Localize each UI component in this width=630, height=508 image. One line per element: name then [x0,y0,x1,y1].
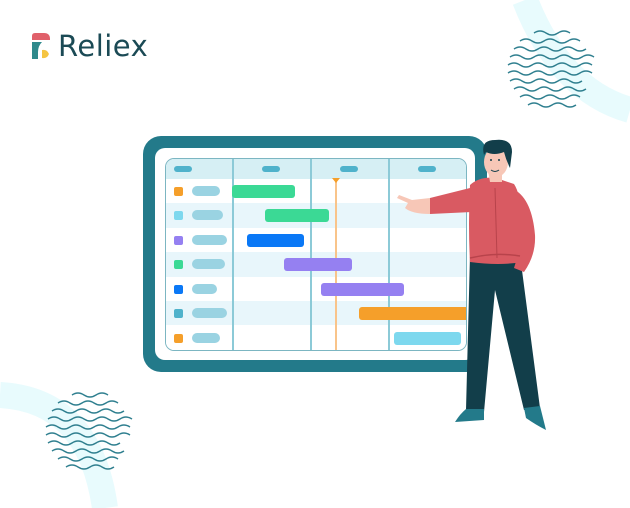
header-placeholder [418,166,436,172]
task-marker [174,285,183,294]
task-label-placeholder [192,186,220,196]
task-bar [232,185,295,198]
task-marker [174,260,183,269]
pointing-hand [397,195,430,214]
task-label-placeholder [192,308,227,318]
left-shoe [455,409,484,422]
task-bar [321,283,404,296]
task-marker [174,211,183,220]
today-marker-icon [332,178,340,183]
header-placeholder [340,166,358,172]
wave-pattern-top-right [507,30,595,108]
task-label-placeholder [192,333,220,343]
hair [483,139,512,168]
reliex-logo-icon [32,33,50,59]
brand-name: Reliex [58,28,149,63]
task-marker [174,236,183,245]
task-bar [265,209,329,222]
task-label-placeholder [192,284,217,294]
gantt-chart [165,158,467,351]
task-label-placeholder [192,235,227,245]
presenter-illustration [397,139,546,430]
column-divider [388,159,390,350]
task-marker [174,334,183,343]
task-label-placeholder [192,259,225,269]
task-marker [174,187,183,196]
header-placeholder [262,166,280,172]
column-divider [232,159,234,350]
task-marker [174,309,183,318]
gantt-header [166,159,466,179]
right-shoe [524,406,546,430]
brand-logo[interactable]: Reliex [30,30,148,62]
task-label-placeholder [192,210,223,220]
wave-pattern-bottom-left [45,392,133,470]
face [484,147,508,177]
task-bar [284,258,352,271]
task-bar [359,307,466,320]
header-placeholder [174,166,192,172]
trousers [466,255,540,412]
column-divider [310,159,312,350]
task-bar [247,234,304,247]
task-bar [394,332,461,345]
